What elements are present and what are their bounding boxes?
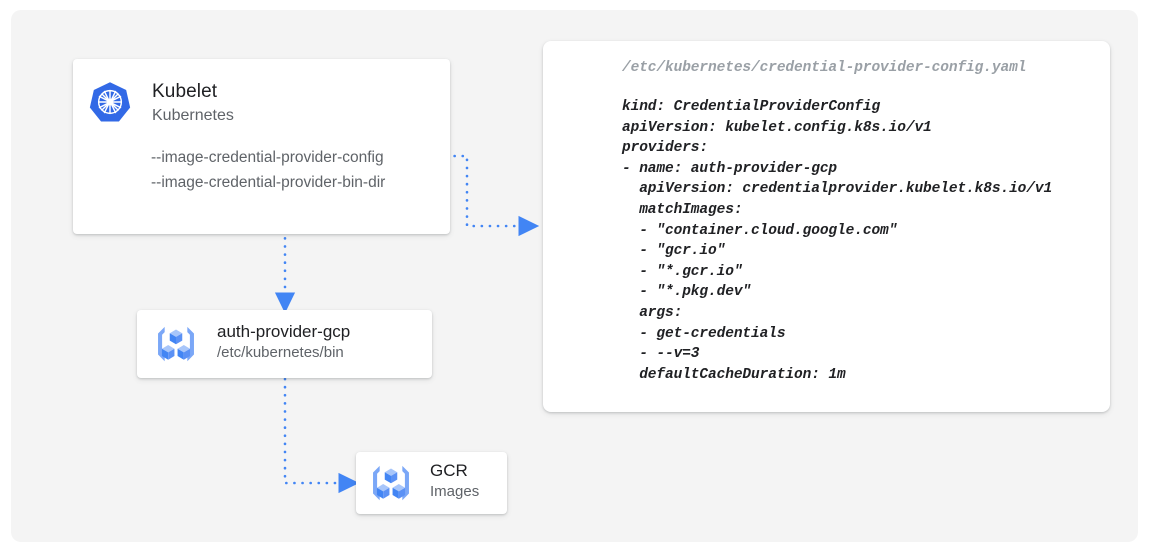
kubelet-header: Kubelet Kubernetes	[86, 78, 234, 128]
config-yaml-content: /etc/kubernetes/credential-provider-conf…	[622, 56, 1092, 385]
kubelet-subtitle: Kubernetes	[152, 107, 234, 124]
kubelet-card[interactable]	[73, 59, 450, 234]
container-registry-icon	[149, 317, 203, 371]
kubelet-text: Kubelet Kubernetes	[152, 78, 234, 128]
kubelet-title: Kubelet	[152, 81, 218, 102]
gcr-text: GCR Images	[430, 456, 479, 502]
gcr-card[interactable]	[356, 452, 507, 514]
kubelet-flag-bin-dir: --image-credential-provider-bin-dir	[151, 174, 386, 191]
kubernetes-icon	[86, 78, 134, 126]
gcr-title: GCR	[430, 461, 468, 480]
kubelet-flags-list: --image-credential-provider-config --ima…	[151, 145, 385, 195]
auth-provider-header: auth-provider-gcp /etc/kubernetes/bin	[149, 317, 350, 371]
auth-provider-title: auth-provider-gcp	[217, 322, 351, 341]
gcr-header: GCR Images	[364, 456, 479, 510]
config-filename: /etc/kubernetes/credential-provider-conf…	[622, 60, 1027, 76]
container-registry-icon	[364, 456, 418, 510]
auth-provider-card[interactable]	[137, 310, 432, 378]
config-yaml-text: kind: CredentialProviderConfig apiVersio…	[622, 99, 1053, 383]
kubelet-flag-config: --image-credential-provider-config	[151, 149, 384, 166]
auth-provider-subtitle: /etc/kubernetes/bin	[217, 344, 344, 361]
auth-provider-text: auth-provider-gcp /etc/kubernetes/bin	[217, 317, 350, 363]
gcr-subtitle: Images	[430, 483, 480, 500]
config-yaml-card[interactable]	[543, 41, 1110, 412]
